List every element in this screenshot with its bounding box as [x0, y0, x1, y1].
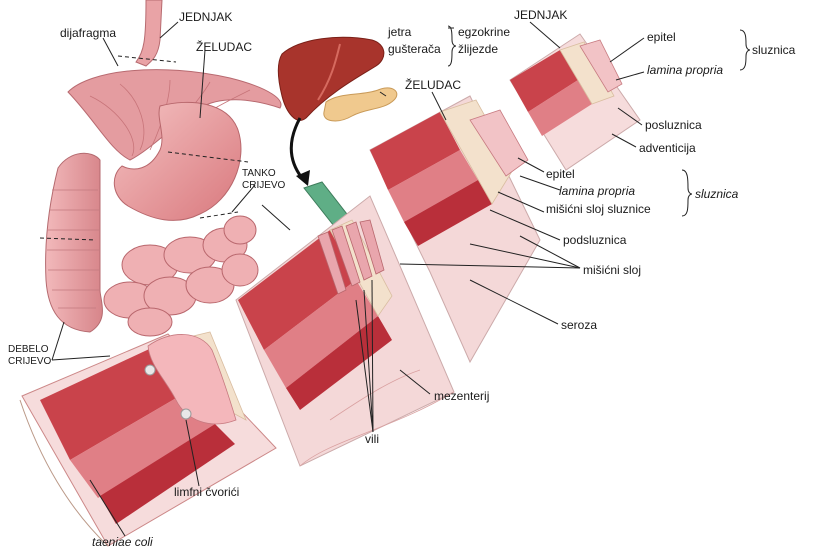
label-pancreas: gušterača	[388, 42, 441, 56]
label-exocrine: egzokrine	[458, 25, 510, 39]
small-intestine-loops	[104, 216, 258, 336]
label-submucosa-top: posluznica	[645, 118, 702, 132]
label-lamina-propria-mid: lamina propria	[559, 184, 635, 198]
label-stomach-mid: ŽELUDAC	[405, 78, 461, 92]
label-lamina-propria-top: lamina propria	[647, 63, 723, 77]
label-epithelium-top: epitel	[647, 30, 676, 44]
label-liver: jetra	[388, 25, 411, 39]
label-mucosa-mid: sluznica	[695, 187, 738, 201]
label-stomach-left: ŽELUDAC	[196, 40, 252, 54]
large-intestine-section	[20, 332, 276, 546]
label-epithelium-mid: epitel	[546, 167, 575, 181]
esophagus-shape	[136, 0, 162, 66]
label-muscularis: mišićni sloj	[583, 263, 641, 277]
label-serosa: seroza	[561, 318, 597, 332]
label-diaphragm: dijafragma	[60, 26, 116, 40]
label-large-intestine-1: DEBELO	[8, 344, 49, 355]
label-large-intestine-2: CRIJEVO	[8, 356, 51, 367]
label-mucosa-top: sluznica	[752, 43, 795, 57]
label-lymph-nodules: limfni čvorići	[174, 485, 239, 499]
arrow-icon	[291, 118, 302, 178]
label-small-intestine-1: TANKO	[242, 168, 276, 179]
label-muscularis-mucosae: mišićni sloj sluznice	[546, 202, 651, 216]
label-mesentery: mezenterij	[434, 389, 489, 403]
colon-shape	[46, 153, 103, 332]
label-taeniae-coli: taeniae coli	[92, 535, 153, 549]
label-glands: žlijezde	[458, 42, 498, 56]
label-adventitia: adventicija	[639, 141, 696, 155]
label-esophagus-left: JEDNJAK	[179, 10, 232, 24]
label-submucosa: podsluznica	[563, 233, 626, 247]
label-small-intestine-2: CRIJEVO	[242, 180, 285, 191]
label-villi: vili	[365, 432, 379, 446]
label-esophagus-right: JEDNJAK	[514, 8, 567, 22]
